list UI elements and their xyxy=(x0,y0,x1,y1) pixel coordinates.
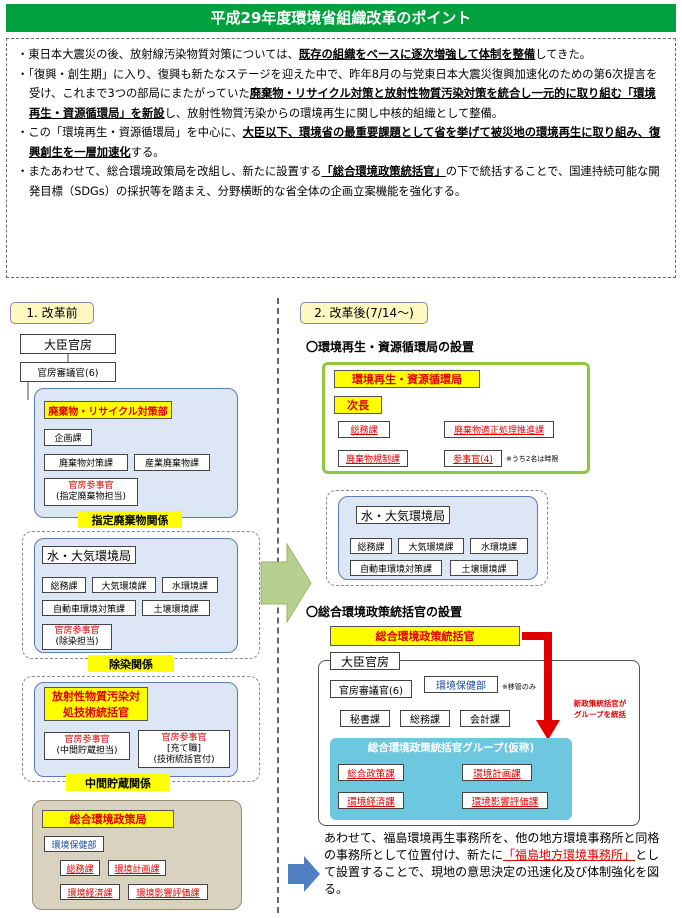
before-header: 1. 改革前 xyxy=(10,302,94,324)
summary-item-2: ・「復興・創生期」に入り、復興も新たなステージを迎えた中で、昨年8月の与党東日本… xyxy=(17,67,658,120)
before-counselor-interim: 官房参事官(中間貯蔵担当) xyxy=(44,732,130,760)
before-water-air-bureau: 水・大気環境局 xyxy=(42,546,136,564)
after-section2-title: 〇総合環境政策統括官の設置 xyxy=(306,605,463,619)
after-deputy: 次長 xyxy=(334,396,382,414)
before-counselor-concurrent: 官房参事官[充て職](技術統括官付) xyxy=(138,730,230,768)
after-water-frame xyxy=(326,490,548,586)
summary-item-3: ・この「環境再生・資源循環局」を中心に、大臣以下、環境省の最重要課題として省を挙… xyxy=(17,126,661,159)
after-arrow-note: 新政策統括官がグループを統括 xyxy=(573,699,627,719)
summary-item-4: ・またあわせて、総合環境政策局を改組し、新たに設置する「総合環境政策統括官」の下… xyxy=(17,165,660,198)
after-secretary-div: 秘書課 xyxy=(340,710,390,727)
summary-box: ・東日本大震災の後、放射線汚染物質対策については、既存の組織をベースに逐次増強し… xyxy=(6,38,676,278)
after-new-bureau: 環境再生・資源循環局 xyxy=(334,370,480,388)
after-transfer-note: ※移管のみ xyxy=(502,683,536,691)
after-waste-regulation: 廃棄物規制課 xyxy=(338,450,408,467)
after-water-env: 水環境課 xyxy=(470,538,528,554)
before-policy-general: 総務課 xyxy=(60,860,100,876)
after-policy-div: 総合政策課 xyxy=(338,764,404,781)
after-vehicle-env: 自動車環境対策課 xyxy=(350,560,442,576)
before-counselor-designated: 官房参事官(指定廃棄物担当) xyxy=(44,478,138,506)
after-counselor4: 参事官(4) xyxy=(444,450,502,467)
after-gen-affairs: 総務課 xyxy=(338,421,390,438)
after-councilor: 官房審議官(6) xyxy=(330,680,412,698)
after-minister-secretariat: 大臣官房 xyxy=(330,652,400,670)
page-title: 平成29年度環境省組織改革のポイント xyxy=(6,4,676,32)
after-env-health: 環境保健部 xyxy=(424,676,498,693)
before-env-planning: 環境計画課 xyxy=(108,860,166,876)
before-radio-director: 放射性物質汚染対処技術統括官 xyxy=(44,687,148,721)
before-minister-secretariat: 大臣官房 xyxy=(20,334,116,354)
after-air-env: 大気環境課 xyxy=(398,538,464,554)
after-new-bureau-frame xyxy=(322,362,590,474)
before-general-affairs: 総務課 xyxy=(42,577,86,593)
summary-item-1: ・東日本大震災の後、放射線汚染物質対策については、既存の組織をベースに逐次増強し… xyxy=(17,48,592,61)
before-counselor-decontam: 官房参事官(除染担当) xyxy=(42,624,112,650)
before-water-env: 水環境課 xyxy=(162,577,218,593)
before-env-impact: 環境影響評価課 xyxy=(128,884,208,900)
after-header: 2. 改革後(7/14〜) xyxy=(300,302,428,324)
before-env-economy: 環境経済課 xyxy=(60,884,120,900)
before-councilor: 官房審議官(6) xyxy=(20,362,116,382)
before-band-designated: 指定廃棄物関係 xyxy=(78,511,182,528)
after-env-impact: 環境影響評価課 xyxy=(462,792,548,809)
after-counselor-note: ※うち2名は時限 xyxy=(506,455,559,463)
before-env-health: 環境保健部 xyxy=(44,836,104,852)
after-general-div: 総務課 xyxy=(400,710,450,727)
after-policy-frame xyxy=(318,660,640,826)
before-waste-dept: 廃棄物・リサイクル対策部 xyxy=(44,401,172,419)
before-vehicle-env: 自動車環境対策課 xyxy=(42,600,136,616)
before-policy-bureau: 総合環境政策局 xyxy=(42,810,174,828)
after-env-planning: 環境計画課 xyxy=(462,764,532,781)
transition-arrow-icon xyxy=(260,542,312,624)
fukushima-note: あわせて、福島環境再生事務所を、他の地方環境事務所と同格の事務所として位置付け、… xyxy=(324,831,660,896)
integration-arrow-icon xyxy=(522,632,560,740)
after-proper-disposal: 廃棄物適正処理推進課 xyxy=(444,421,554,438)
before-waste-measures: 廃棄物対策課 xyxy=(44,454,128,471)
before-band-decontam: 除染関係 xyxy=(88,655,174,672)
before-industrial-waste: 産業廃棄物課 xyxy=(134,454,210,471)
before-air-env: 大気環境課 xyxy=(92,577,156,593)
before-planning: 企画課 xyxy=(44,429,92,446)
before-soil-env: 土壌環境課 xyxy=(142,600,210,616)
center-divider xyxy=(277,298,279,913)
before-band-interim: 中間貯蔵関係 xyxy=(66,774,170,791)
after-soil-env: 土壌環境課 xyxy=(450,560,518,576)
after-water-air-bureau: 水・大気環境局 xyxy=(356,506,450,524)
after-env-economy: 環境経済課 xyxy=(338,792,404,809)
after-general-affairs: 総務課 xyxy=(350,538,392,554)
fukushima-arrow-icon xyxy=(288,856,320,892)
after-policy-director: 総合環境政策統括官 xyxy=(330,626,520,646)
after-section1-title: 〇環境再生・資源循環局の設置 xyxy=(306,340,475,354)
after-accounting-div: 会計課 xyxy=(460,710,510,727)
after-group-title: 総合環境政策統括官グループ(仮称) xyxy=(367,742,535,754)
